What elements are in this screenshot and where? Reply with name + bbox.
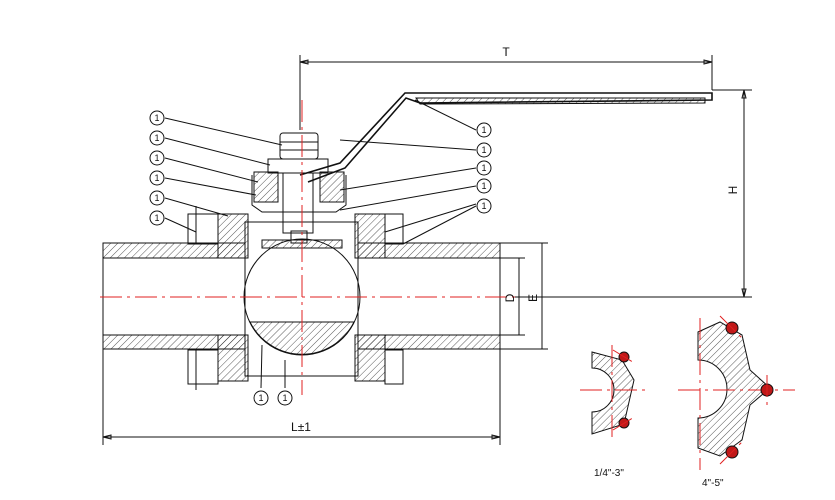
svg-text:1: 1: [258, 393, 263, 403]
dimension-h-label: H: [726, 186, 740, 195]
callout-1: 1: [149, 110, 165, 126]
centerlines: [100, 100, 515, 395]
stem-assembly: [251, 132, 347, 244]
size-label-small: 1/4"-3": [594, 468, 624, 479]
callout-7: 1: [476, 122, 492, 138]
dimension-d-label: D: [503, 293, 517, 302]
callout-leaders: [164, 99, 477, 389]
callout-14: 1: [277, 390, 293, 406]
svg-text:1: 1: [154, 153, 159, 163]
svg-text:1: 1: [154, 193, 159, 203]
svg-text:1: 1: [481, 163, 486, 173]
size-label-large: 4"-5": [702, 478, 724, 489]
callout-2: 1: [149, 130, 165, 146]
dimension-e-label: E: [526, 294, 540, 302]
callout-4: 1: [149, 170, 165, 186]
callout-3: 1: [149, 150, 165, 166]
svg-text:1: 1: [481, 145, 486, 155]
dimension-l-label: L±1: [291, 420, 311, 434]
callout-9: 1: [476, 160, 492, 176]
handle: [299, 92, 713, 183]
svg-text:1: 1: [154, 213, 159, 223]
svg-text:1: 1: [154, 113, 159, 123]
callout-5: 1: [149, 190, 165, 206]
svg-text:1: 1: [282, 393, 287, 403]
callout-13: 1: [253, 390, 269, 406]
dimension-lines: [102, 55, 752, 445]
svg-text:1: 1: [481, 201, 486, 211]
callout-8: 1: [476, 142, 492, 158]
dimension-t-label: T: [502, 45, 510, 59]
svg-text:1: 1: [154, 133, 159, 143]
callout-11: 1: [476, 198, 492, 214]
detail-small-size: [580, 345, 645, 442]
callout-6: 1: [149, 210, 165, 226]
detail-large-size: [678, 315, 795, 470]
svg-text:1: 1: [481, 181, 486, 191]
callout-10: 1: [476, 178, 492, 194]
svg-text:1: 1: [481, 125, 486, 135]
svg-text:1: 1: [154, 173, 159, 183]
